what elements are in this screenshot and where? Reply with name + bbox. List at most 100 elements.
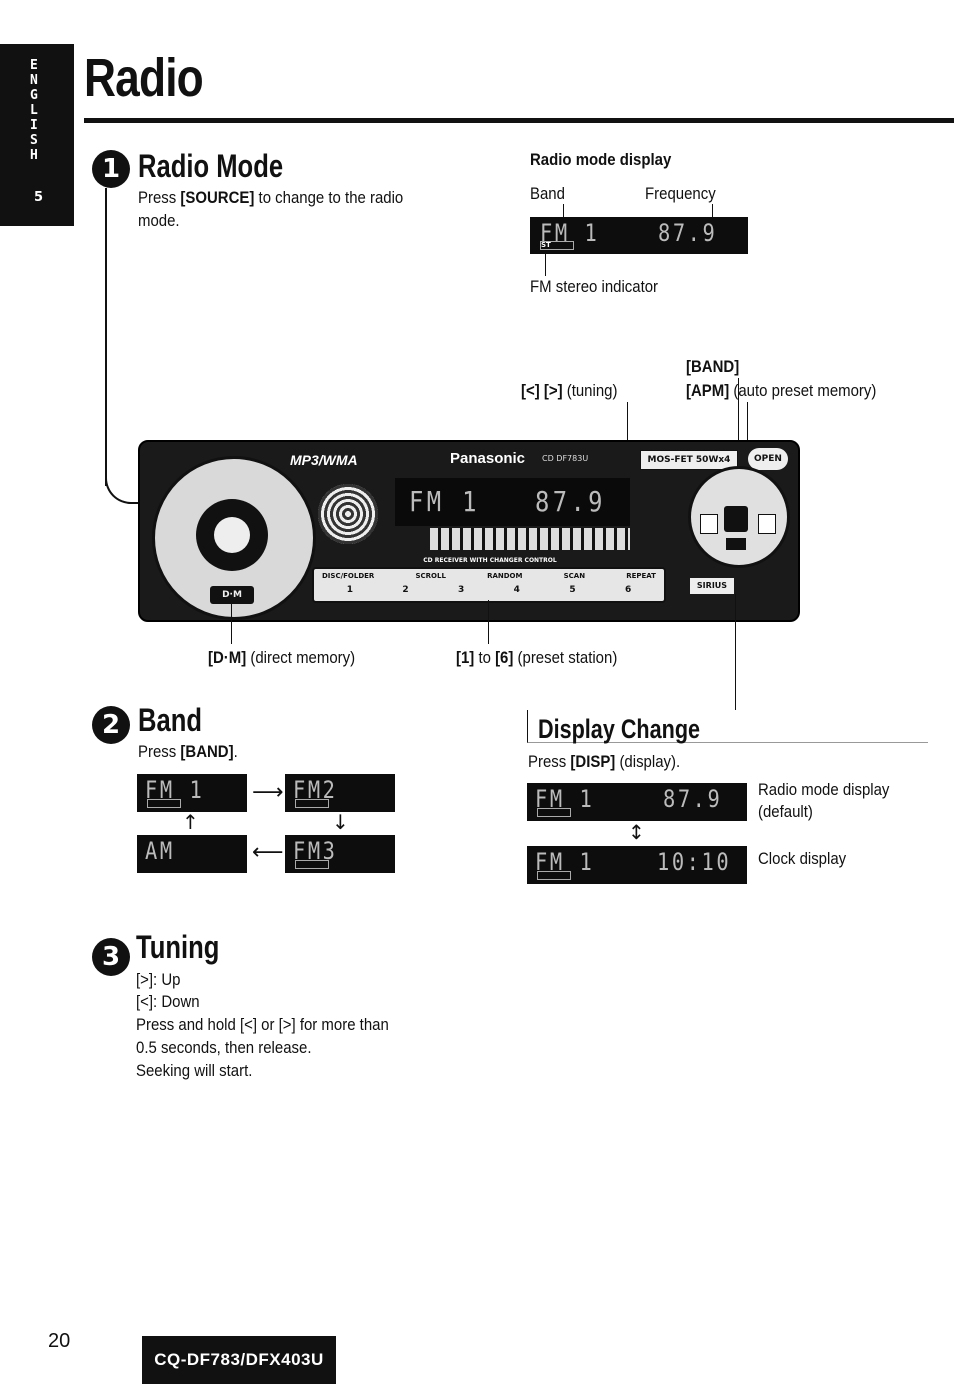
band-button[interactable] [724, 506, 748, 532]
stereo-indicator-icon [147, 799, 181, 808]
text: (display). [615, 752, 681, 771]
preset-button-3[interactable]: 3 [458, 585, 465, 595]
dm-pointer [231, 604, 232, 644]
band-key-label: [BAND] [686, 357, 740, 376]
tune-down-button[interactable] [700, 514, 718, 534]
preset-tag: REPEAT [626, 572, 656, 580]
radio-mode-default-label-2: (default) [758, 802, 813, 821]
tab-letter: N [30, 73, 38, 88]
text: (direct memory) [246, 648, 356, 667]
text: (tuning) [562, 381, 618, 400]
section-number: 5 [34, 190, 44, 205]
stereo-indicator-icon [537, 808, 571, 817]
disp-button[interactable] [726, 538, 746, 550]
lcd-frequency: 87.9 [663, 785, 723, 813]
leader-line [105, 188, 107, 486]
radio-mode-instruction: Press [SOURCE] to change to the radio [138, 186, 403, 209]
lcd-fm3: FM3 [285, 835, 395, 873]
leader-curve [105, 470, 167, 504]
step-2-badge: 2 [92, 706, 130, 744]
frequency-pointer [712, 204, 713, 217]
band-label: Band [530, 184, 565, 203]
stereo-pointer [545, 254, 546, 276]
text: to [474, 648, 496, 667]
cd-receiver-caption: CD RECEIVER WITH CHANGER CONTROL [423, 557, 557, 564]
tab-letter: L [30, 103, 38, 118]
tune-up-button[interactable] [758, 514, 776, 534]
preset-tag: SCROLL [415, 572, 446, 580]
lcd-am: AM [137, 835, 247, 873]
radio-mode-lcd: FM 1 87.9 ST [530, 217, 748, 254]
preset-tag: DISC/FOLDER [322, 572, 375, 580]
faceplate-lcd: FM 1 87.9 [395, 478, 630, 526]
preset-button-6[interactable]: 6 [624, 585, 632, 595]
stereo-indicator-label: FM stereo indicator [530, 277, 659, 296]
text: Press [528, 752, 571, 771]
disp-key: [DISP] [570, 752, 616, 771]
open-button[interactable]: OPEN [748, 448, 788, 470]
display-change-instruction: Press [DISP] (display). [528, 750, 680, 773]
tab-letter: S [30, 133, 38, 148]
display-change-heading: Display Change [538, 714, 701, 744]
dm-button[interactable]: D·M [210, 586, 254, 604]
radio-mode-default-label: Radio mode display [758, 780, 890, 799]
lcd-band: FM 1 [540, 219, 600, 247]
band-key: [BAND] [180, 742, 234, 761]
frequency-label: Frequency [645, 184, 716, 203]
band-instruction: Press [BAND]. [138, 740, 238, 763]
radio-mode-display-heading: Radio mode display [530, 150, 672, 169]
lcd-radio-default: FM 1 87.9 [527, 783, 747, 821]
preset-button-2[interactable]: 2 [402, 585, 409, 595]
language-letters: E N G L I S H [30, 58, 38, 163]
radio-mode-instruction-2: mode. [138, 211, 180, 230]
page-title: Radio [84, 48, 204, 108]
toggle-arrow-icon: ↕ [628, 820, 645, 844]
tuning-up: [>]: Up [136, 970, 181, 989]
dm-label: [D·M] (direct memory) [208, 648, 355, 668]
lcd-text: AM [145, 837, 175, 865]
preset-pointer [488, 600, 489, 644]
tuning-down: [<]: Down [136, 992, 200, 1011]
lcd-clock-value: 10:10 [657, 848, 732, 876]
text: to change to the radio [254, 188, 404, 207]
disp-pointer [735, 594, 736, 710]
faceplate-lcd-frequency: 87.9 [535, 485, 606, 518]
faceplate-lcd-band: FM 1 [409, 485, 480, 518]
lcd-fm2: FM2 [285, 774, 395, 812]
lcd-frequency: 87.9 [658, 219, 718, 247]
preset-button-1[interactable]: 1 [346, 585, 353, 595]
stereo-indicator-icon: ST [540, 241, 574, 250]
dm-key: [D·M] [208, 648, 247, 667]
step-3-badge: 3 [92, 938, 130, 976]
apm-label: [APM] (auto preset memory) [686, 381, 876, 401]
lcd-fm1: FM 1 [137, 774, 247, 812]
display-change-frame [527, 710, 928, 743]
apm-key: [APM] [686, 381, 730, 400]
speaker-graphic [318, 484, 378, 544]
tab-letter: H [30, 148, 38, 163]
text: . [233, 742, 238, 761]
arrow-left-icon: ⟵ [252, 840, 284, 865]
radio-mode-heading: Radio Mode [138, 148, 284, 184]
text: (auto preset memory) [729, 381, 877, 400]
preset-key: [6] [495, 648, 514, 667]
equalizer-graphic [430, 528, 630, 550]
tab-letter: G [30, 88, 38, 103]
text: Press [138, 742, 181, 761]
preset-label: [1] to [6] (preset station) [456, 648, 617, 668]
model-footer: CQ-DF783/DFX403U [142, 1336, 336, 1384]
arrow-up-icon: ↑ [182, 810, 199, 834]
stereo-indicator-icon [295, 799, 329, 808]
band-heading: Band [138, 702, 202, 738]
tab-letter: E [30, 58, 38, 73]
preset-button-4[interactable]: 4 [513, 585, 520, 595]
page-number: 20 [48, 1330, 71, 1352]
model-badge: CD DF783U [542, 454, 589, 463]
text: (preset station) [513, 648, 618, 667]
knob-core [214, 517, 250, 553]
tuning-hold: Press and hold [<] or [>] for more than [136, 1015, 389, 1034]
preset-button-5[interactable]: 5 [569, 585, 576, 595]
mosfet-badge: MOS-FET 50Wx4 [640, 450, 738, 470]
text: Press [138, 188, 181, 207]
tuning-seek: Seeking will start. [136, 1061, 253, 1080]
